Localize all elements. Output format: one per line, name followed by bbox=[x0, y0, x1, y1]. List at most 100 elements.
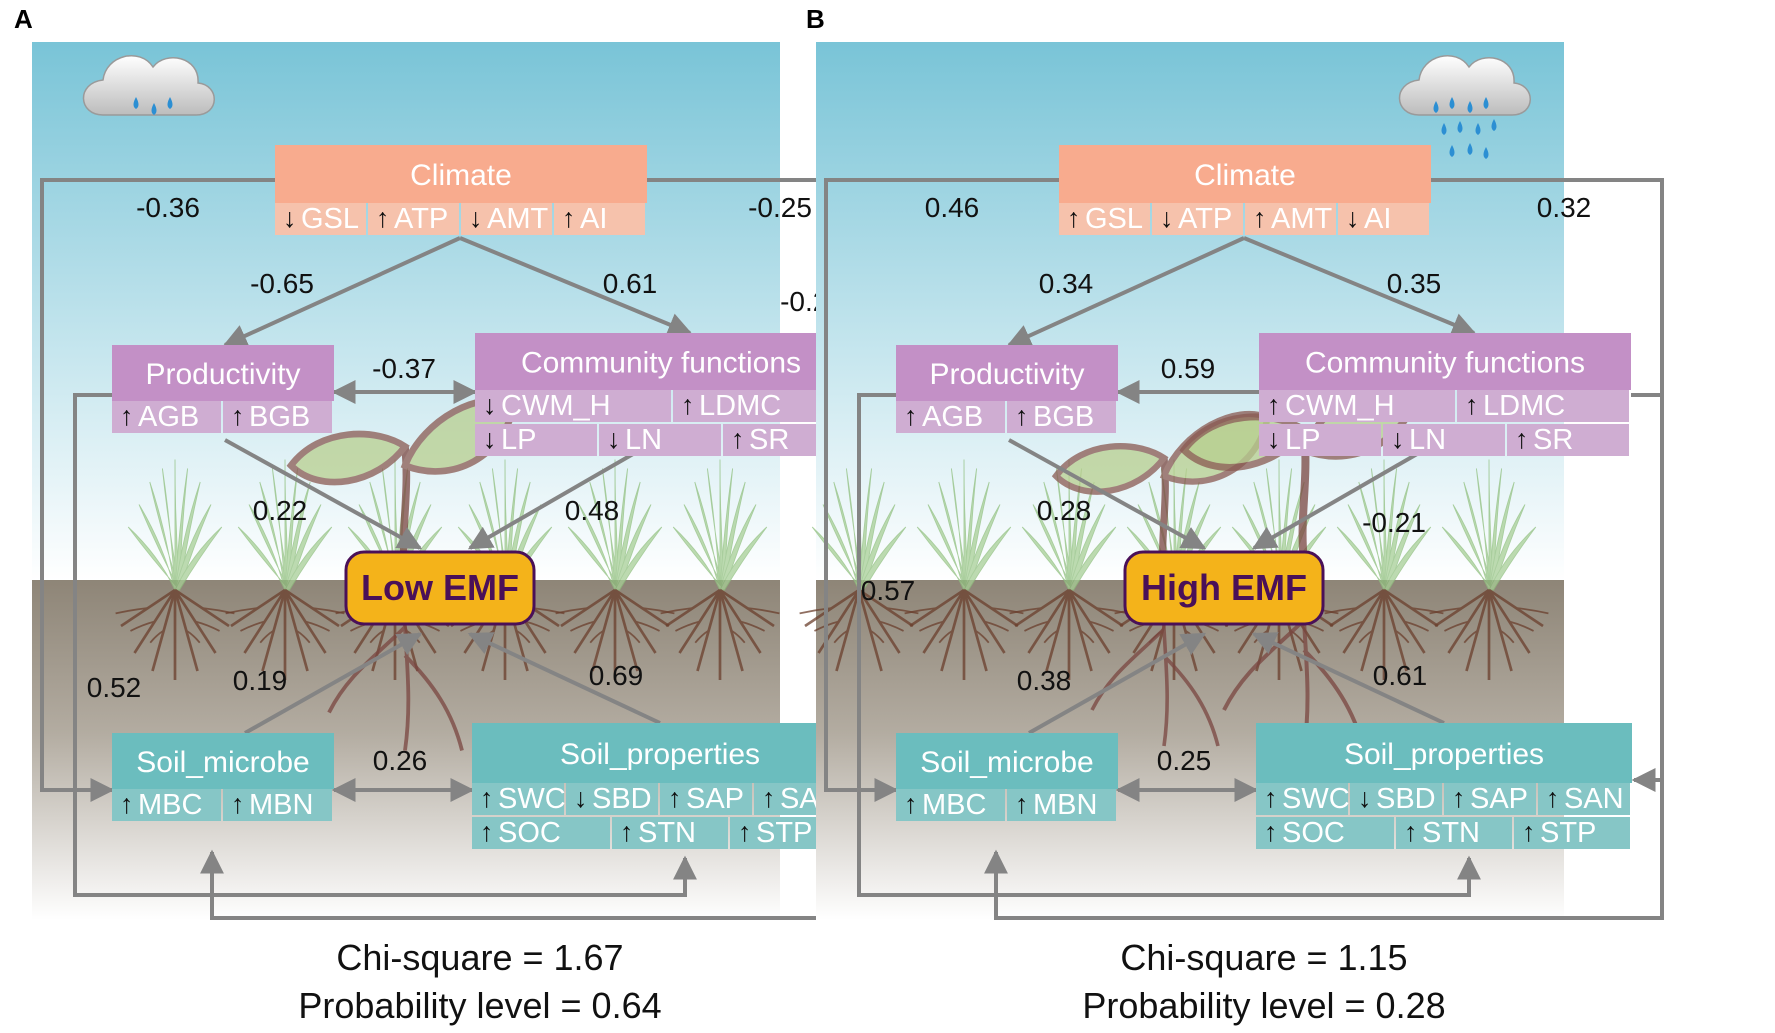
path-coefficient-label: 0.69 bbox=[589, 660, 644, 691]
trend-arrow-icon: ↑ bbox=[480, 783, 494, 813]
microbe-box: Soil_microbe↑MBC↑MBN bbox=[112, 733, 334, 821]
productivity-variable-label: BGB bbox=[1033, 401, 1094, 433]
path-coefficient-label: 0.61 bbox=[603, 268, 658, 299]
path-arrows bbox=[824, 178, 1664, 920]
microbe-box-title: Soil_microbe bbox=[920, 746, 1093, 779]
trend-arrow-icon: ↑ bbox=[681, 390, 695, 420]
soil-box: Soil_properties↑SWC↓SBD↑SAP↑SAN↑SOC↑STN↑… bbox=[1256, 723, 1632, 849]
trend-arrow-icon: ↑ bbox=[376, 203, 390, 233]
soil-variable-label: STP bbox=[756, 817, 812, 849]
path-coefficient-label: -0.37 bbox=[372, 353, 436, 384]
panel-b: BClimate↑GSL↓ATP↑AMT↓AIProductivity↑AGB↑… bbox=[799, 4, 1664, 1026]
microbe-variable-cell bbox=[896, 789, 1005, 821]
soil-variable-label: STN bbox=[638, 817, 696, 849]
trend-arrow-icon: ↓ bbox=[574, 783, 588, 813]
sky-background bbox=[816, 42, 1564, 582]
path-community-microbe bbox=[984, 393, 1664, 920]
productivity-variable-cell bbox=[896, 401, 1005, 433]
trend-arrow-icon: ↑ bbox=[762, 783, 776, 813]
grass-plant-icon bbox=[904, 459, 1024, 681]
trend-arrow-icon: ↑ bbox=[1015, 401, 1029, 431]
community-variable-label: CWM_H bbox=[1285, 390, 1395, 422]
trend-arrow-icon: ↑ bbox=[620, 817, 634, 847]
climate-variable-label: ATP bbox=[1178, 203, 1232, 235]
trend-arrow-icon: ↑ bbox=[1404, 817, 1418, 847]
climate-variable-cell bbox=[1152, 203, 1243, 235]
path-coefficient-label: -0.21 bbox=[1362, 507, 1426, 538]
path-climate-productivity bbox=[222, 236, 461, 347]
soil-box-title: Soil_properties bbox=[560, 738, 760, 771]
soil-variable-label: SWC bbox=[1282, 783, 1350, 815]
trend-arrow-icon: ↑ bbox=[1546, 783, 1560, 813]
trend-arrow-icon: ↓ bbox=[1358, 783, 1372, 813]
path-climate-community bbox=[1243, 236, 1477, 336]
microbe-variable-label: MBN bbox=[249, 789, 313, 821]
climate-variable-label: AI bbox=[580, 203, 607, 235]
microbe-box-header bbox=[112, 733, 334, 789]
path-productivity-emf bbox=[1008, 438, 1207, 550]
climate-box-header bbox=[1059, 145, 1431, 203]
soil-variable-cell bbox=[612, 817, 728, 849]
climate-variable-cell bbox=[461, 203, 552, 235]
emf-node bbox=[1123, 550, 1325, 626]
soil-variable-label: STN bbox=[1422, 817, 1480, 849]
community-variable-cell bbox=[475, 390, 671, 422]
trend-arrow-icon: ↑ bbox=[668, 783, 682, 813]
community-variable-label: LP bbox=[501, 424, 536, 456]
soil-variable-cell bbox=[660, 783, 752, 815]
path-coefficient-label: 0.19 bbox=[233, 665, 288, 696]
emf-label: Low EMF bbox=[361, 567, 519, 608]
community-box-title: Community functions bbox=[521, 347, 801, 380]
grass-plant-icon bbox=[225, 459, 345, 681]
productivity-variable-label: AGB bbox=[922, 401, 983, 433]
productivity-variable-cell bbox=[112, 401, 221, 433]
productivity-variable-cell bbox=[1007, 401, 1116, 433]
productivity-variable-label: AGB bbox=[138, 401, 199, 433]
path-microbe-emf bbox=[244, 632, 423, 735]
climate-variable-label: AMT bbox=[487, 203, 549, 235]
climate-variable-cell bbox=[275, 203, 366, 235]
climate-box: Climate↓GSL↑ATP↓AMT↑AI bbox=[275, 145, 647, 235]
trend-arrow-icon: ↓ bbox=[1346, 203, 1360, 233]
cloud-light-rain-icon bbox=[82, 54, 215, 116]
panel-a: AClimate↓GSL↑ATP↓AMT↑AIProductivity↑AGB↑… bbox=[14, 4, 880, 1026]
path-soil-emf bbox=[467, 632, 661, 725]
soil-box-header bbox=[1256, 723, 1632, 783]
climate-box-header bbox=[275, 145, 647, 203]
trend-arrow-icon: ↑ bbox=[1253, 203, 1267, 233]
trend-arrow-icon: ↑ bbox=[731, 424, 745, 454]
cloud-heavy-rain-icon bbox=[1398, 54, 1531, 159]
probability-level-label: Probability level = 0.28 bbox=[1082, 985, 1445, 1026]
community-variable-label: LN bbox=[625, 424, 662, 456]
path-productivity-soil bbox=[857, 393, 1481, 897]
path-coefficient-label: 0.57 bbox=[861, 575, 916, 606]
climate-variable-label: GSL bbox=[301, 203, 359, 235]
soil-variable-label: SAN bbox=[1564, 783, 1624, 815]
productivity-box: Productivity↑AGB↑BGB bbox=[896, 345, 1118, 433]
path-coefficient-label: -0.25 bbox=[748, 192, 812, 223]
soil-variable-label: SBD bbox=[592, 783, 652, 815]
climate-variable-cell bbox=[1059, 203, 1150, 235]
path-soil-emf bbox=[1251, 632, 1445, 725]
soil-variable-cell bbox=[1538, 783, 1630, 815]
path-coefficient-label: -0.65 bbox=[250, 268, 314, 299]
community-variable-label: SR bbox=[1533, 424, 1573, 456]
microbe-variable-label: MBC bbox=[922, 789, 986, 821]
trend-arrow-icon: ↑ bbox=[120, 789, 134, 819]
grass-plant-icon bbox=[1429, 459, 1549, 681]
community-variable-cell bbox=[1259, 390, 1455, 422]
community-variable-cell bbox=[1507, 424, 1629, 456]
trend-arrow-icon: ↑ bbox=[562, 203, 576, 233]
soil-variable-label: SBD bbox=[1376, 783, 1436, 815]
climate-variable-cell bbox=[1245, 203, 1336, 235]
microbe-variable-label: MBC bbox=[138, 789, 202, 821]
trend-arrow-icon: ↑ bbox=[1264, 817, 1278, 847]
trend-arrow-icon: ↓ bbox=[1267, 424, 1281, 454]
climate-variable-label: AMT bbox=[1271, 203, 1333, 235]
community-variable-cell bbox=[1457, 390, 1629, 422]
panel-letter: A bbox=[14, 4, 33, 34]
community-box: Community functions↑CWM_H↑LDMC↓LP↓LN↑SR bbox=[1259, 333, 1631, 456]
soil-box-title: Soil_properties bbox=[1344, 738, 1544, 771]
